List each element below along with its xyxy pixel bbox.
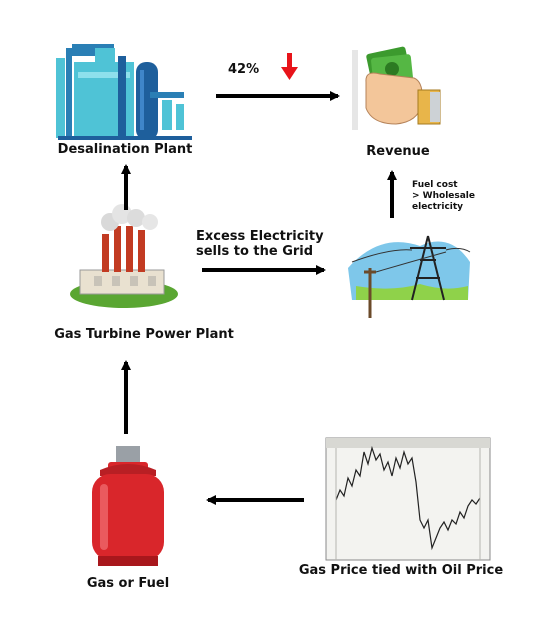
gas-label: Gas or Fuel (86, 576, 170, 591)
fuel-cost-note: Fuel cost > Wholesale electricity (412, 180, 475, 213)
fuel-cost-line1: Fuel cost (412, 180, 458, 190)
revenue-label: Revenue (366, 144, 430, 159)
desalination-plant-label: Desalination Plant (57, 142, 193, 157)
down-arrow-icon (281, 53, 298, 80)
oil-price-label: Gas Price tied with Oil Price (298, 563, 504, 578)
money-hand-icon (352, 46, 441, 130)
desalination-plant-icon (56, 44, 192, 140)
excess-electricity-label: Excess Electricity sells to the Grid (196, 229, 324, 259)
fuel-cost-line2: > Wholesale (412, 191, 475, 201)
efficiency-percent-label: 42% (228, 62, 260, 77)
power-tower-icon (348, 235, 471, 318)
factory-icon (70, 204, 178, 308)
power-plant-label: Gas Turbine Power Plant (54, 327, 234, 342)
price-chart-icon (325, 437, 491, 561)
fuel-cost-line3: electricity (412, 202, 464, 212)
gas-cylinder-icon (92, 446, 164, 566)
excess-electricity-line1: Excess Electricity (196, 229, 324, 244)
excess-electricity-line2: sells to the Grid (196, 244, 314, 259)
